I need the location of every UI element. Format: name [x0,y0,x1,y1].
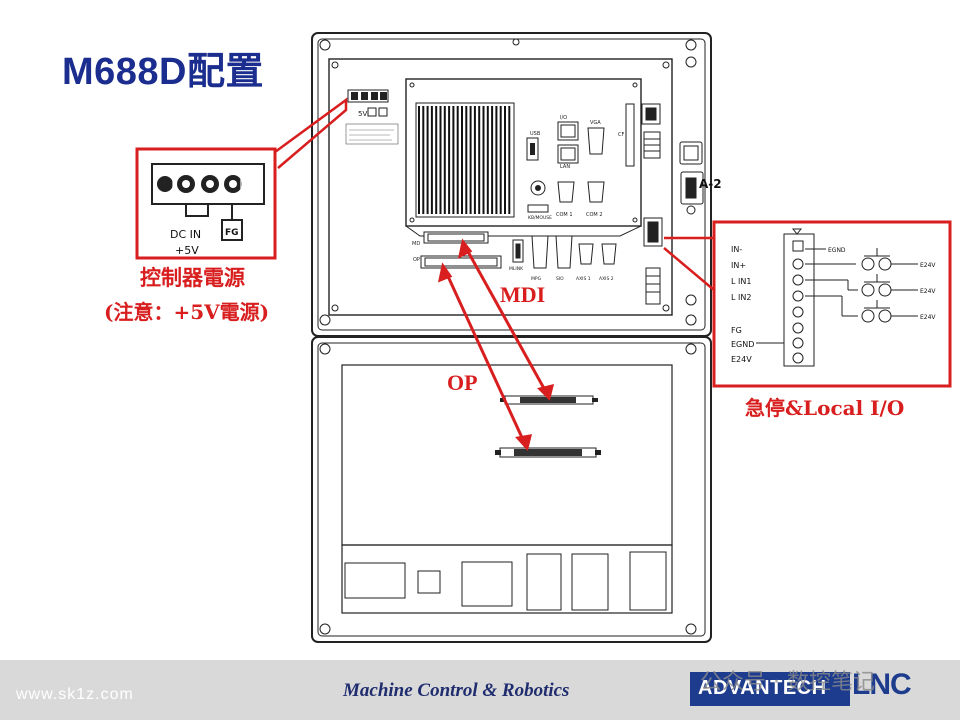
power-connector-5v: 5V [345,89,399,145]
psu-callout [135,97,348,260]
status-connector-stack [641,103,661,159]
psu-title: 控制器電源 [140,265,245,290]
slide-title: M688D配置 [62,51,264,93]
port-axis1-label: AXIS 1 [576,276,591,282]
advantech-logo: ADVANTECH [690,672,850,706]
estop-pin-label: E24V [731,355,752,364]
terminal-pin [792,352,804,364]
estop-pin-label: FG [731,326,742,335]
port-op-label: OP [413,257,420,263]
port-usb-label: USB [530,131,541,137]
port-mlink-label: MLINK [509,266,524,272]
port-md-label: MD [412,241,420,247]
footer-url: www.sk1z.com [16,686,134,703]
side-bracket [679,141,704,205]
estop-pin-label: IN- [731,245,742,254]
operator-panel [311,336,712,643]
lnc-logo: LNC [852,668,912,701]
estop-callout [663,220,952,388]
port-axis2-label: AXIS 2 [599,276,614,282]
estop-e24v-label-2: E24V [920,288,936,295]
port-sio-label: SIO [556,276,564,282]
footer-tagline: Machine Control & Robotics [343,680,570,701]
estop-pin-label: EGND [731,340,754,349]
port-vga-label: VGA [590,120,601,126]
psu-dc-in-label: DC IN [170,228,201,241]
psu-fg-label: FG [225,228,239,238]
terminal-pin [792,306,804,318]
connector-5v-label: 5V [358,110,367,118]
estop-e24v-label-1: E24V [920,262,936,269]
terminal-pin [792,258,804,270]
terminal-pin [792,274,804,286]
estop-pin-label: L IN1 [731,277,751,286]
port-mpg-label: MPG [531,276,542,282]
op-label: OP [447,370,478,395]
port-io-label: I/O [560,115,567,121]
lower-connectors [405,217,663,305]
port-kb-label: KB/MOUSE [528,215,552,221]
estop-egnd-label: EGND [828,247,846,254]
psu-voltage-label: +5V [175,244,199,257]
estop-label: 急停&Local I/O [745,396,905,420]
psu-note: (注意：+5V電源) [104,300,270,324]
terminal-pin [792,322,804,334]
connection-arrows [437,238,555,452]
op-ribbon-connector [495,447,601,458]
heatsink-fins [418,106,511,214]
estop-pin-label: L IN2 [731,293,751,302]
port-cf-label: CF [618,132,624,138]
estop-e24v-label-3: E24V [920,314,936,321]
mdi-label: MDI [500,282,546,307]
terminal-pin [792,337,804,349]
main-board: USB I/O LAN VGA CF COM 1 COM 2 KB/MOUSE [405,78,642,227]
port-lan-label: LAN [560,164,570,170]
side-tag-label: A-2 [699,177,722,191]
port-com2-label: COM 2 [586,212,603,218]
port-com1-label: COM 1 [556,212,573,218]
estop-pin-label: IN+ [731,261,746,270]
wechat-watermark: 公众号 · 数控笔记 [700,670,875,695]
advantech-logo-text: ADVANTECH [698,677,827,699]
terminal-pin [792,290,804,302]
